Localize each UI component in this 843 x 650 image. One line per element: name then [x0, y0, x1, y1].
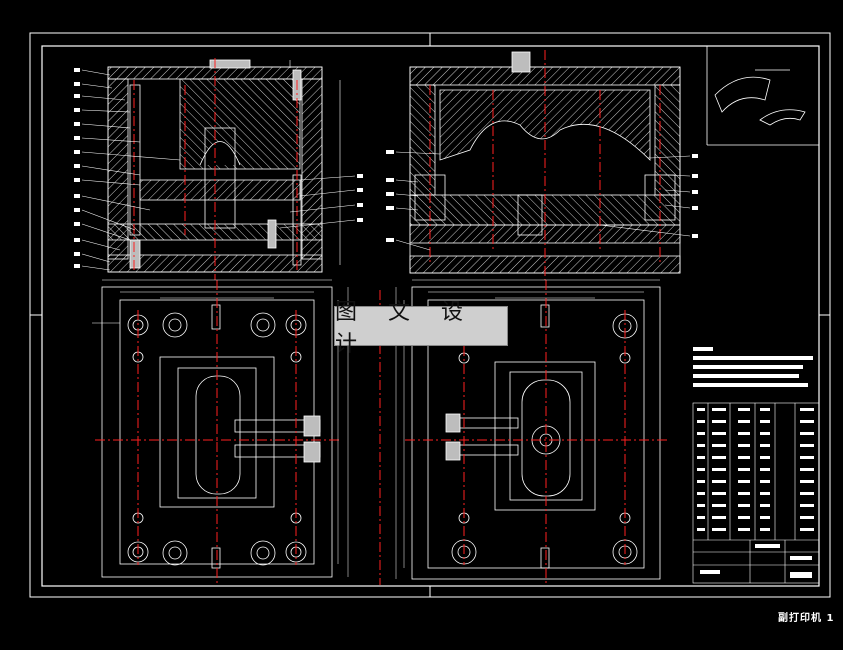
watermark: 图 文 设 计 [334, 300, 508, 357]
parts-list-entries [697, 408, 814, 578]
parts-list-table [692, 402, 820, 584]
technical-notes [693, 347, 813, 387]
plan-left-centerlines [95, 280, 340, 585]
section-right-callouts [386, 150, 698, 242]
section-view-right [409, 51, 681, 274]
section-right-centerlines [429, 50, 661, 280]
section-view-left [107, 59, 323, 273]
plan-right-centerlines [405, 280, 668, 585]
section-left-centerlines [133, 58, 298, 280]
section-right-leaders [395, 151, 691, 251]
section-left-callouts [74, 68, 363, 268]
section-left-leaders [81, 60, 356, 271]
sheet-label: 副打印机 1 [778, 613, 835, 624]
product-view-box [706, 46, 819, 146]
plan-view-right [411, 286, 661, 580]
drawing-border [29, 32, 831, 598]
